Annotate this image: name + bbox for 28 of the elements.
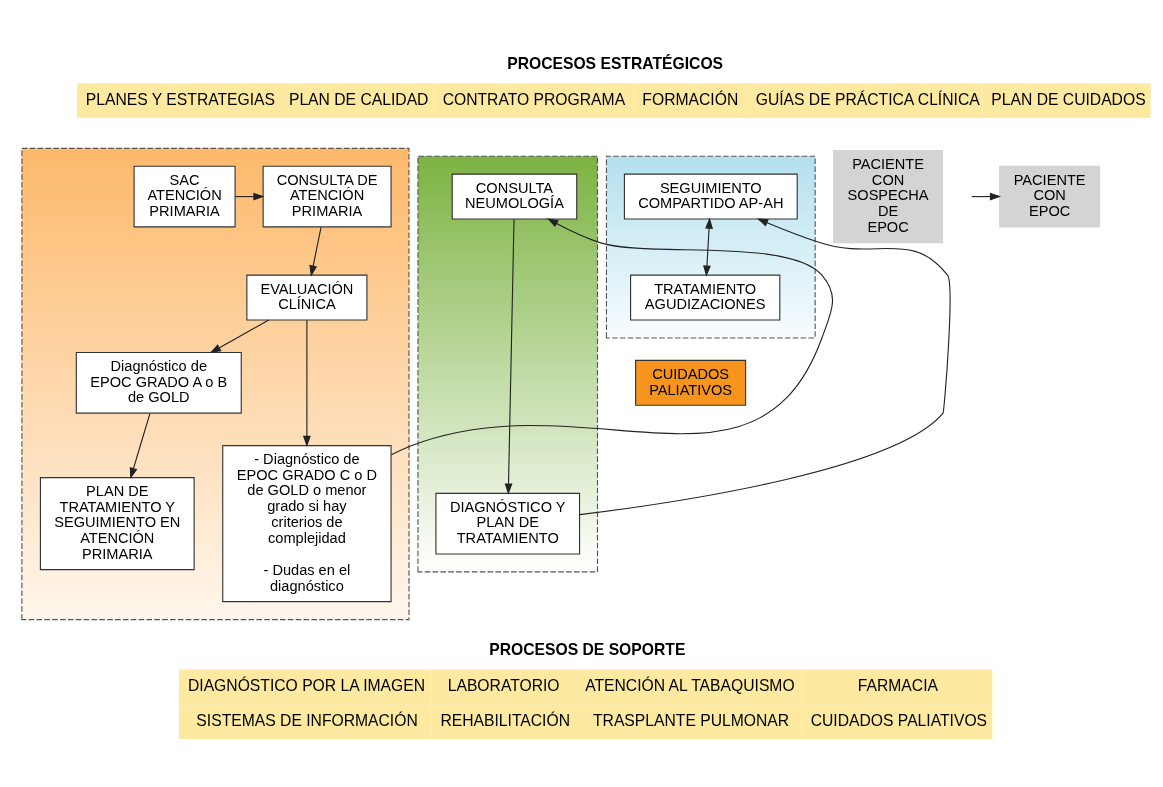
node-box: PACIENTE CON EPOC	[999, 165, 1101, 228]
node-box: PLAN DE TRATAMIENTO Y SEGUIMIENTO EN ATENCIÓN PRIMARIA	[39, 477, 195, 571]
cluster	[21, 147, 410, 621]
arrow	[579, 218, 951, 516]
node-box: SAC ATENCIÓN PRIMARIA	[133, 165, 236, 228]
arrow	[309, 226, 322, 277]
cluster	[605, 155, 816, 339]
arrow	[703, 217, 713, 277]
node-box: CUIDADOS PALIATIVOS	[635, 359, 747, 406]
node-box: TRATAMIENTO AGUDIZACIONES	[630, 274, 781, 321]
node-box: CONSULTA DE ATENCIÓN PRIMARIA	[262, 165, 392, 228]
node-label: PROCESOS DE SOPORTE	[489, 641, 686, 659]
node-box: SEGUIMIENTO COMPARTIDO AP-AH	[623, 173, 798, 220]
node-box: EVALUACIÓN CLÍNICA	[246, 274, 368, 321]
arrow	[129, 412, 151, 479]
node-box: DIAGNÓSTICO Y PLAN DE TRATAMIENTO	[435, 492, 581, 555]
arrow	[390, 218, 834, 456]
node-box: CONSULTA NEUMOLOGÍA	[451, 173, 578, 220]
arrow	[234, 192, 265, 201]
node-box: Diagnóstico de EPOC GRADO A o B de GOLD	[75, 352, 242, 414]
arrow	[504, 218, 515, 495]
node-box: PACIENTE CON SOSPECHA DE EPOC	[833, 150, 944, 244]
node-box: - Diagnóstico de EPOC GRADO C o D de GOLD o menor grado si hay criterios de complejidad - Dudas en el diagnóstico	[222, 445, 392, 603]
arrow	[209, 319, 270, 354]
cluster	[417, 155, 599, 573]
node-label: PROCESOS ESTRATÉGICOS	[507, 54, 724, 72]
arrow	[302, 319, 311, 448]
arrow	[971, 192, 1002, 201]
